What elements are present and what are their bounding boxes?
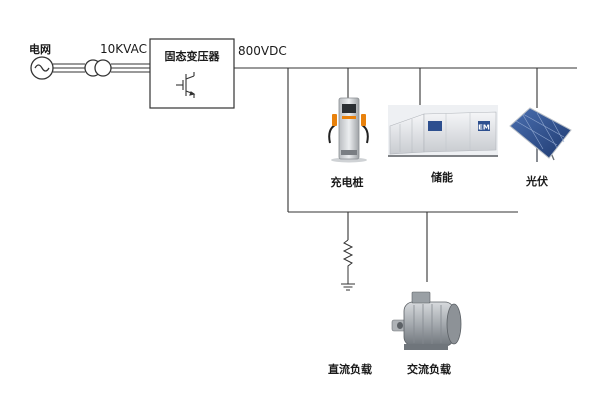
dc-load-label: 直流负载 — [328, 362, 372, 376]
ground-icon — [341, 283, 355, 291]
three-phase-line — [53, 63, 85, 73]
grid-label: 电网 — [29, 42, 51, 56]
storage-label: 储能 — [431, 170, 453, 184]
resistor-icon — [342, 239, 354, 284]
dc-bus-voltage-label: 800VDC — [238, 44, 287, 58]
sine-wave-icon — [34, 64, 50, 72]
transformer-icon — [84, 59, 112, 77]
grid-source — [30, 56, 54, 80]
ac-motor-image — [391, 291, 462, 350]
transformer-label: 固态变压器 — [165, 49, 221, 63]
solar-label: 光伏 — [525, 174, 548, 188]
three-phase-line-2 — [111, 63, 150, 73]
storage-badge: EM — [478, 124, 490, 132]
input-voltage-label: 10KVAC — [100, 42, 147, 56]
ac-load-label: 交流负载 — [407, 362, 451, 376]
dc-bus — [234, 67, 577, 282]
charging-pile-image — [328, 97, 369, 163]
igbt-switch-icon — [176, 72, 196, 98]
charger-label: 充电桩 — [331, 175, 364, 189]
solid-state-transformer: 固态变压器 — [149, 38, 235, 109]
energy-storage-image: EM — [388, 105, 498, 157]
solar-panel-image — [509, 107, 572, 162]
